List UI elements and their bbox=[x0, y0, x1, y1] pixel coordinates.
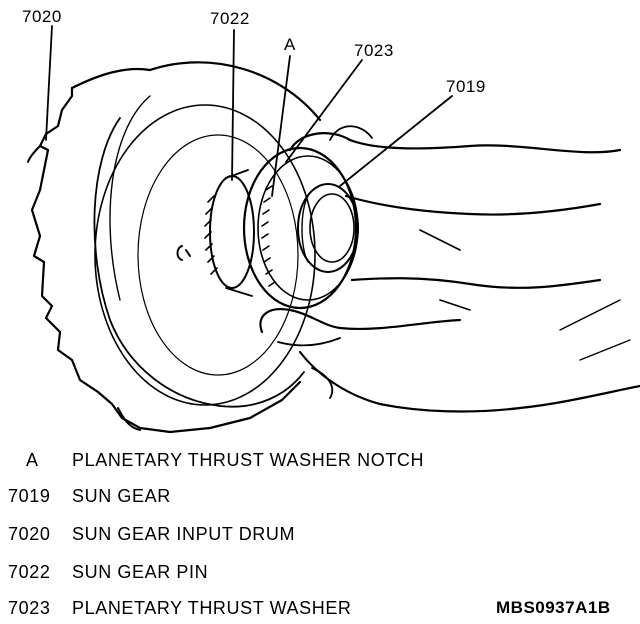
callout-7019: 7019 bbox=[446, 77, 486, 96]
callout-7022: 7022 bbox=[210, 9, 250, 28]
legend-key: 7019 bbox=[8, 486, 51, 506]
leader-lines bbox=[45, 25, 453, 197]
leader-7022 bbox=[231, 29, 235, 181]
legend-description: SUN GEAR INPUT DRUM bbox=[72, 524, 296, 544]
legend-description: SUN GEAR bbox=[72, 486, 171, 506]
callout-7023: 7023 bbox=[354, 41, 394, 60]
callout-7020: 7020 bbox=[22, 7, 62, 26]
legend-key: 7022 bbox=[8, 562, 51, 582]
leader-a bbox=[271, 55, 291, 197]
sun-gear-input-drum bbox=[27, 61, 322, 434]
legend-description: SUN GEAR PIN bbox=[72, 562, 209, 582]
leader-7020 bbox=[45, 25, 53, 141]
legend-description: PLANETARY THRUST WASHER NOTCH bbox=[72, 450, 425, 470]
planetary-thrust-washer bbox=[242, 146, 359, 310]
sun-gear-assembly-illustration bbox=[27, 25, 640, 434]
leader-7019 bbox=[339, 95, 453, 187]
legend-key: A bbox=[26, 450, 39, 470]
figure-code: MBS0937A1B bbox=[496, 598, 611, 617]
legend-description: PLANETARY THRUST WASHER bbox=[72, 598, 352, 618]
technician-hand bbox=[259, 125, 640, 413]
callout-a: A bbox=[284, 35, 296, 54]
legend-key: 7020 bbox=[8, 524, 51, 544]
leader-7023 bbox=[285, 59, 363, 163]
legend-key: 7023 bbox=[8, 598, 51, 618]
sun-gear bbox=[204, 169, 255, 297]
